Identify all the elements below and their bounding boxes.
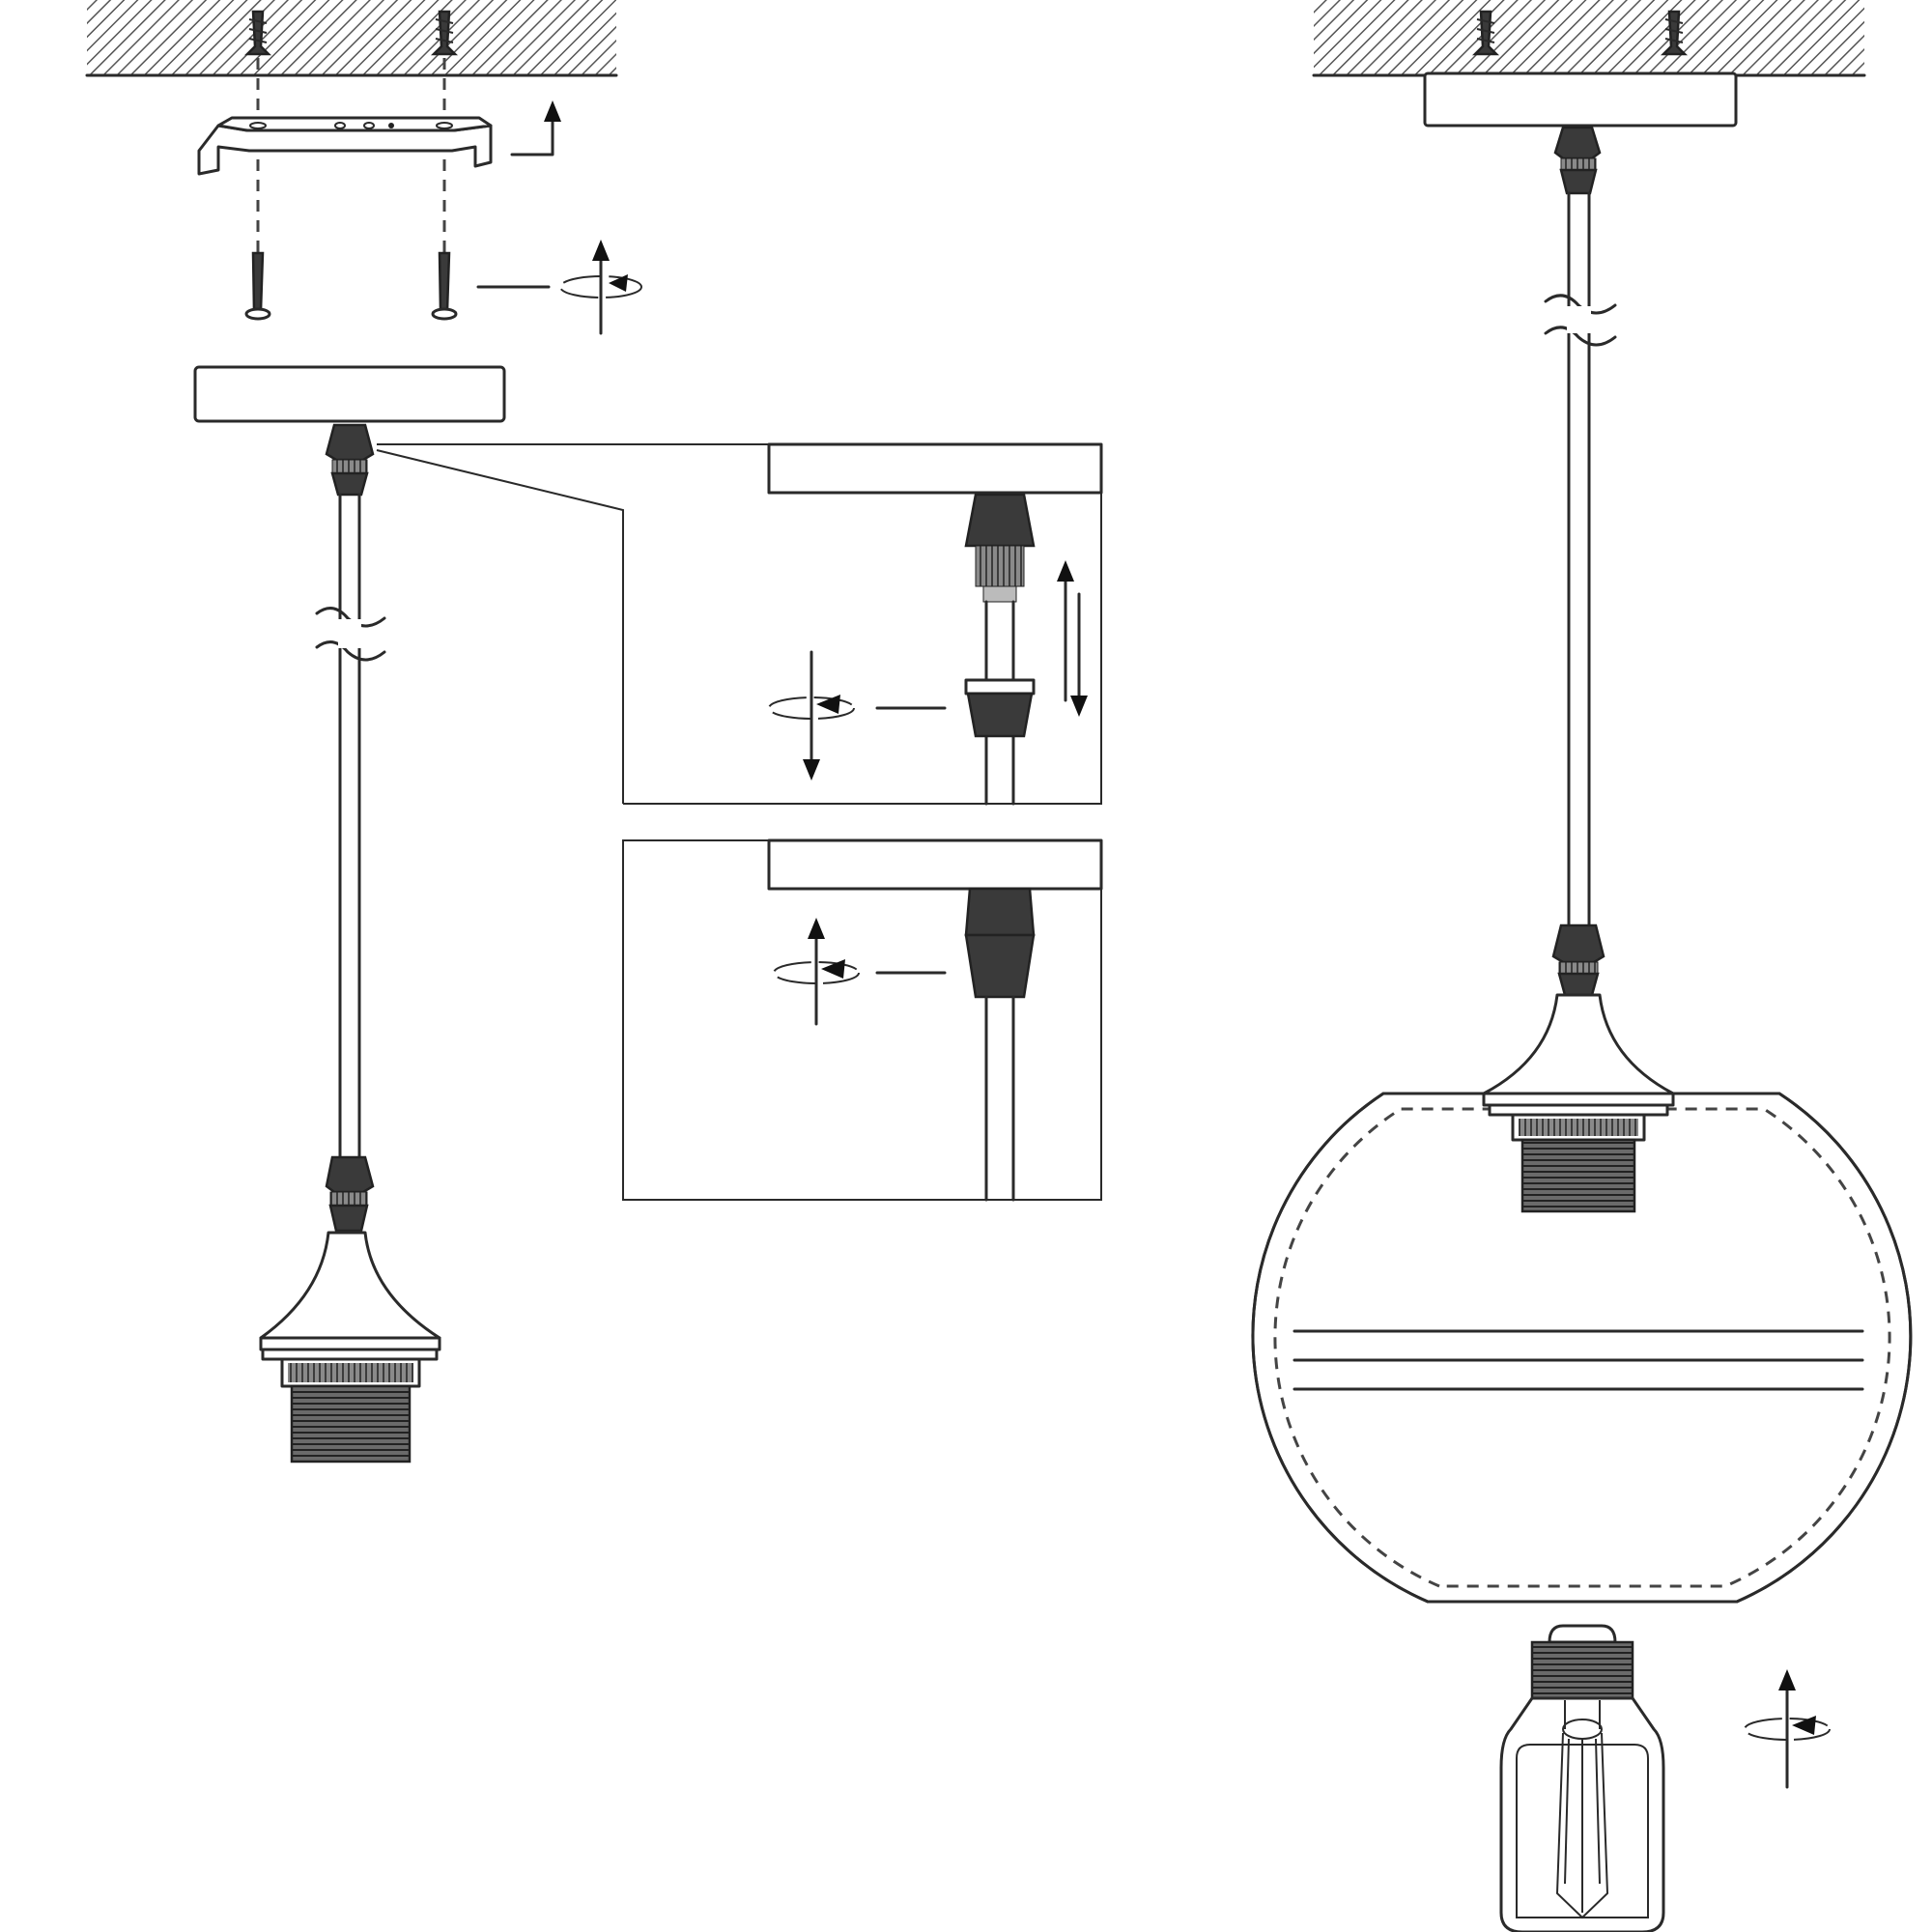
- bulb-icon: [1499, 1624, 1665, 1932]
- screw-icon: [244, 251, 271, 321]
- step-attach-shade-and-bulb: [1251, 0, 1913, 1932]
- ceiling-canopy: [1423, 71, 1738, 128]
- rotate-arrow-icon: [559, 240, 642, 335]
- screw-icon: [431, 251, 458, 321]
- screw-icon: [243, 10, 272, 56]
- canopy-detail: [767, 442, 1103, 495]
- cable-grip-icon: [325, 1155, 375, 1233]
- globe-shade-icon: [1251, 1092, 1913, 1604]
- rotate-arrow-icon: [1744, 1669, 1831, 1789]
- lamp-holder-icon: [1482, 993, 1675, 1213]
- screw-icon: [1471, 10, 1500, 56]
- rotate-arrow-icon: [768, 650, 855, 781]
- step-fix-bracket: [85, 0, 642, 335]
- canopy-detail: [767, 838, 1103, 891]
- cable-grip-icon: [325, 423, 375, 497]
- bracket-icon: [197, 116, 493, 176]
- step-canopy-cable: [193, 365, 506, 1463]
- up-arrow-icon: [510, 100, 561, 156]
- cable-grip-icon: [964, 493, 1036, 603]
- rotate-arrow-icon: [773, 918, 860, 1026]
- cable-grip-icon: [964, 887, 1036, 999]
- screw-icon: [430, 10, 459, 56]
- step-tighten-cable-grip: [622, 838, 1103, 1202]
- lamp-holder-icon: [259, 1231, 441, 1463]
- up-arrow-icon: [1057, 560, 1088, 717]
- screw-icon: [1660, 10, 1689, 56]
- cable-grip-icon: [1553, 126, 1602, 195]
- step-adjust-cable-grip: [623, 442, 1103, 806]
- ceiling-hatch-right: [1314, 0, 1864, 75]
- cable-grip-icon: [1551, 923, 1605, 997]
- cable-grip-icon: [964, 678, 1036, 738]
- ceiling-canopy: [193, 365, 506, 423]
- ceiling-hatch-left: [87, 0, 616, 75]
